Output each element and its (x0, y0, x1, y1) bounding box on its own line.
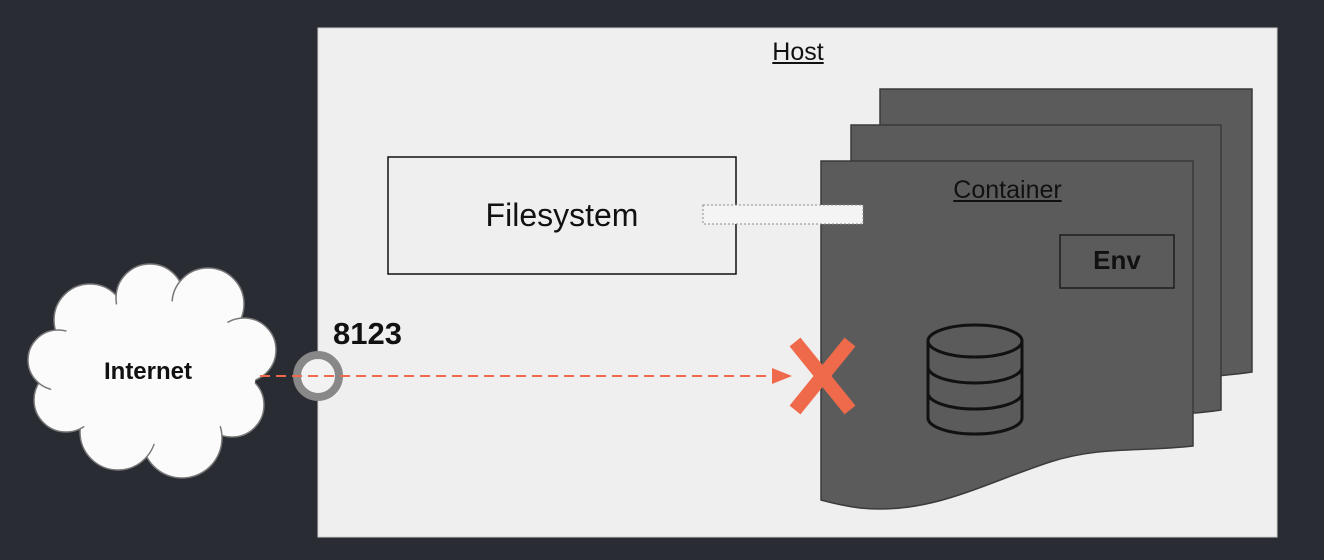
filesystem-box (387, 156, 737, 275)
internet-label: Internet (103, 358, 192, 385)
cloud-body (48, 300, 256, 444)
host-title: Host (772, 38, 824, 66)
env-label: Env (1093, 245, 1141, 275)
env-box (1059, 234, 1175, 289)
volume-mount-connector (702, 204, 864, 225)
port-label: 8123 (333, 316, 402, 351)
filesystem-label: Filesystem (485, 197, 639, 233)
database-icon (926, 323, 1024, 436)
blocked-x-icon (789, 337, 856, 415)
container-title: Container (953, 176, 1062, 204)
